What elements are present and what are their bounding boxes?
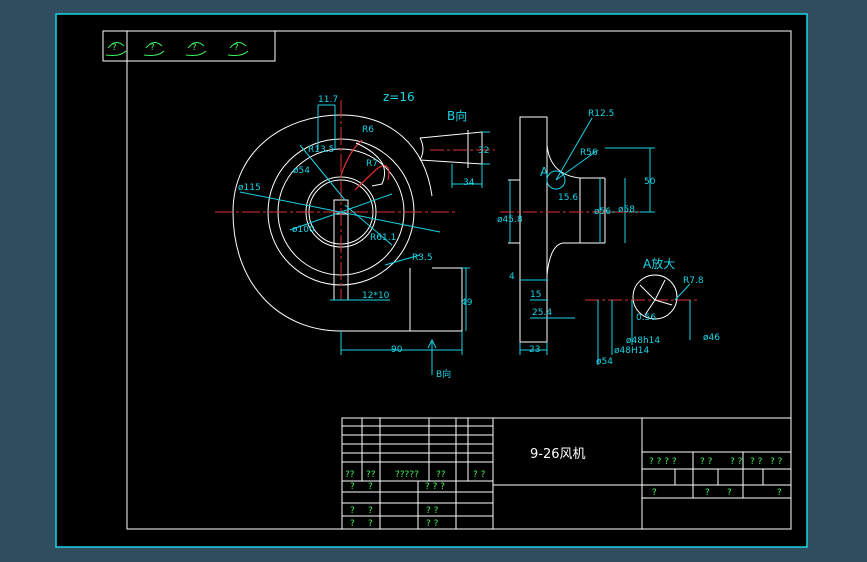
dim-o54b: ø54 (596, 357, 613, 367)
dim-o58: ø58 (618, 205, 635, 215)
stamp-4: ? (234, 43, 239, 53)
dim-50: 50 (644, 177, 656, 187)
tb-r-b1: ? (652, 488, 657, 498)
stamp-1: ? (112, 43, 117, 53)
dim-r12-5: R12.5 (588, 109, 614, 119)
dim-r61: R61.1 (370, 233, 396, 243)
dim-r56: R56 (580, 148, 598, 158)
dim-o45-8: ø45.8 (497, 215, 523, 225)
tb-r-a2: ? ? (700, 457, 713, 467)
tb-r-a1: ? ? ? ? (649, 457, 677, 467)
dim-o115: ø115 (238, 183, 261, 193)
housing-scroll (232, 114, 433, 332)
dim-4: 4 (509, 272, 515, 282)
dim-34: 34 (463, 178, 475, 188)
stamp-2: ? (150, 43, 155, 53)
view-b-arrow-label: B向 (436, 368, 451, 380)
tb-r-a3: ? ? (730, 457, 743, 467)
teeth-count: z=16 (383, 90, 415, 104)
dim-o56: ø56 (594, 207, 611, 217)
dim-o100: ø100 (292, 225, 315, 235)
label-a: A (540, 165, 549, 179)
tb-d3: ? ? (426, 519, 439, 529)
title-block (341, 417, 792, 530)
tb-r-b3: ? (727, 488, 732, 498)
view-b-label: B向 (447, 108, 467, 123)
dim-49: 49 (461, 298, 473, 308)
dim-11-7: 11.7 (318, 95, 338, 105)
dim-15: 15 (530, 290, 541, 300)
tb-r-a4: ? ? (750, 457, 763, 467)
dim-r7: R7 (366, 159, 378, 169)
front-view (215, 100, 470, 375)
drawing-sheet (55, 13, 808, 548)
tb-a4: ?? (436, 470, 446, 480)
tb-a2: ?? (366, 470, 376, 480)
tb-b2: ? (368, 482, 373, 492)
tb-c3: ? ? (426, 506, 439, 516)
tb-r-b2: ? (705, 488, 710, 498)
dim-o48h14b: ø48H14 (614, 346, 649, 356)
dim-r7-8: R7.8 (683, 276, 704, 286)
blade (340, 139, 390, 191)
dim-0-56: 0.56 (636, 313, 656, 323)
detail-a-marker (546, 170, 566, 190)
dim-90: 90 (391, 345, 403, 355)
dim-o54: ø54 (293, 166, 310, 176)
dim-23: 23 (529, 345, 540, 355)
tb-c1: ? (350, 506, 355, 516)
section-view (500, 116, 655, 355)
tb-c2: ? (368, 506, 373, 516)
dim-32: 32 (478, 146, 489, 156)
tb-d2: ? (368, 519, 373, 529)
stamp-3: ? (192, 43, 197, 53)
dim-r3-5: R3.5 (412, 253, 433, 263)
dim-25-4: 25.4 (532, 308, 552, 318)
dim-r13-5: R13.5 (308, 145, 334, 155)
tb-b1: ? (350, 482, 355, 492)
tb-r-a5: ? ? (770, 457, 783, 467)
stamp-box: ? ? ? ? (102, 30, 276, 62)
tb-a5: ? ? (473, 470, 486, 480)
tb-a1: ?? (345, 470, 355, 480)
detail-a (585, 274, 700, 365)
detail-a-title: A放大 (643, 256, 675, 271)
drawing-title: 9-26风机 (530, 447, 586, 462)
tb-b3: ? ? ? (425, 482, 445, 492)
view-b (419, 130, 495, 188)
tb-d1: ? (350, 519, 355, 529)
tb-r-b4: ? (777, 488, 782, 498)
dim-15-6: 15.6 (558, 193, 578, 203)
dim-r6: R6 (362, 125, 374, 135)
dim-12x10: 12*10 (362, 291, 390, 301)
tb-a3: ????? (395, 470, 419, 480)
dim-o48h14a: ø48h14 (626, 336, 660, 346)
dim-o46: ø46 (703, 333, 720, 343)
